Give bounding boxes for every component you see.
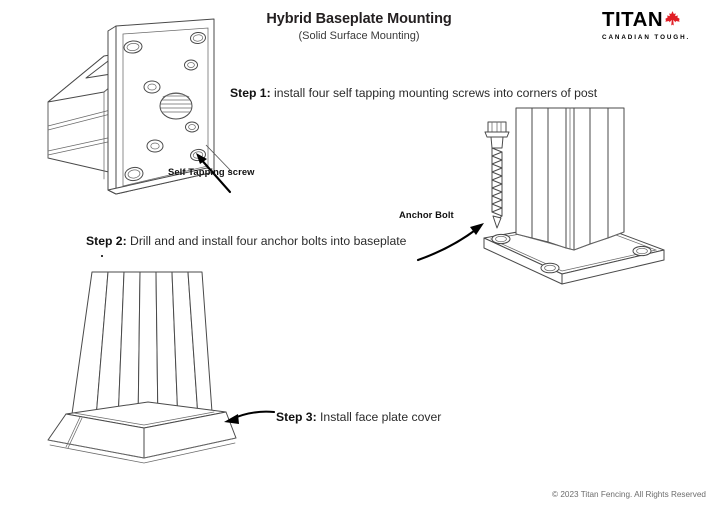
step3-figure xyxy=(36,254,266,467)
footer-copyright: © 2023 Titan Fencing. All Rights Reserve… xyxy=(552,490,706,499)
logo-wordmark-row: TITAN xyxy=(602,9,681,32)
maple-leaf-icon xyxy=(664,10,681,32)
logo-wordmark: TITAN xyxy=(602,9,664,31)
step3-caption: Step 3: Install face plate cover xyxy=(276,410,441,426)
step3-number: Step 3: xyxy=(276,410,317,424)
step3-body: Install face plate cover xyxy=(316,410,442,424)
step2-caption: Step 2: Drill and and install four ancho… xyxy=(86,234,406,250)
anchor-bolt-icon xyxy=(484,121,510,229)
step1-caption: Step 1: install four self tapping mounti… xyxy=(230,86,597,102)
center-hole xyxy=(159,92,193,120)
callout-self-tapping-screw: Self Tapping screw xyxy=(168,166,255,177)
step1-body: install four self tapping mounting screw… xyxy=(270,86,598,100)
brand-logo: TITAN CANADIAN TOUGH. xyxy=(602,9,710,45)
step2-figure xyxy=(416,107,681,308)
step1-number: Step 1: xyxy=(230,86,271,100)
step1-figure xyxy=(8,14,233,209)
self-tapping-screw-hole-group xyxy=(143,59,199,153)
callout-anchor-bolt: Anchor Bolt xyxy=(399,209,454,220)
step2-number: Step 2: xyxy=(86,234,127,248)
step2-body: Drill and and install four anchor bolts … xyxy=(126,234,407,248)
step3-arrow xyxy=(216,398,278,432)
logo-tagline: CANADIAN TOUGH. xyxy=(602,34,691,41)
